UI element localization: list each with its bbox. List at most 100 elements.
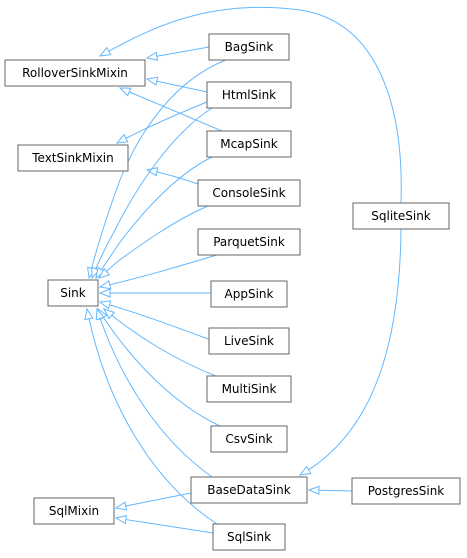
class-node-csvsink[interactable]: CsvSink — [210, 425, 288, 453]
edge-livesink-to-sink — [98, 300, 212, 341]
node-label: MultiSink — [222, 382, 277, 396]
edge-htmlsink-to-textsink — [115, 101, 208, 144]
edge-multisink-to-sink — [102, 308, 217, 377]
node-box — [351, 477, 461, 505]
edge-appsink-to-sink — [98, 288, 211, 298]
edge-line — [86, 308, 218, 525]
class-node-basedatasink[interactable]: BaseDataSink — [190, 476, 308, 504]
class-node-postgressink[interactable]: PostgresSink — [351, 477, 461, 505]
edge-line — [115, 492, 192, 509]
arrow-head-icon — [307, 485, 320, 495]
class-node-textsink[interactable]: TextSinkMixin — [17, 144, 129, 172]
class-node-sqlitesink[interactable]: SqliteSink — [352, 202, 450, 230]
node-box — [4, 59, 146, 87]
node-box — [208, 327, 290, 355]
node-label: CsvSink — [225, 432, 272, 446]
edge-csvsink-to-sink — [97, 307, 221, 427]
arrow-head-icon — [145, 51, 159, 61]
node-box — [206, 375, 292, 403]
arrow-head-icon — [98, 300, 112, 310]
node-label: RolloverSinkMixin — [22, 66, 128, 80]
edge-line — [103, 308, 217, 377]
node-label: TextSinkMixin — [31, 151, 114, 165]
edge-line — [99, 301, 212, 341]
arrow-head-icon — [98, 280, 112, 290]
edge-sqlitesink-to-basedatasink — [298, 228, 402, 476]
edge-line — [95, 156, 213, 279]
arrow-head-icon — [97, 267, 111, 279]
node-label: SqliteSink — [371, 209, 431, 223]
class-node-parquetsink[interactable]: ParquetSink — [197, 228, 301, 256]
node-label: ConsoleSink — [212, 186, 285, 200]
node-box — [210, 425, 288, 453]
nodes-layer: RolloverSinkMixinTextSinkMixinSinkSqlMix… — [4, 33, 461, 551]
node-box — [210, 280, 288, 308]
class-node-livesink[interactable]: LiveSink — [208, 327, 290, 355]
edges-layer — [84, 6, 402, 534]
node-box — [33, 497, 115, 525]
edge-sqlsink-to-sink — [84, 307, 218, 525]
edge-mcapsink-to-rollover — [118, 87, 223, 132]
class-node-mcapsink[interactable]: McapSink — [206, 130, 292, 158]
class-node-appsink[interactable]: AppSink — [210, 280, 288, 308]
node-label: HtmlSink — [222, 88, 276, 102]
node-label: Sink — [60, 286, 86, 300]
node-label: McapSink — [220, 137, 277, 151]
edge-consolesink-to-sink — [97, 205, 209, 279]
node-box — [197, 179, 301, 207]
node-label: ParquetSink — [213, 235, 285, 249]
arrow-head-icon — [98, 288, 111, 298]
node-label: PostgresSink — [368, 484, 445, 498]
edge-line — [96, 308, 213, 478]
class-node-sqlmixin[interactable]: SqlMixin — [33, 497, 115, 525]
class-node-rollover[interactable]: RolloverSinkMixin — [4, 59, 146, 87]
node-box — [208, 33, 290, 61]
class-node-sink[interactable]: Sink — [47, 279, 99, 307]
class-node-htmlsink[interactable]: HtmlSink — [206, 81, 292, 109]
class-node-consolesink[interactable]: ConsoleSink — [197, 179, 301, 207]
node-box — [47, 279, 99, 307]
edge-htmlsink-to-rollover — [145, 76, 208, 93]
edge-parquetsink-to-sink — [98, 254, 218, 290]
edge-line — [99, 6, 402, 204]
edge-line — [97, 308, 221, 427]
arrow-head-icon — [102, 308, 116, 320]
edge-line — [88, 59, 227, 279]
arrow-head-icon — [298, 465, 312, 476]
edge-basedatasink-to-sink — [95, 307, 213, 478]
edge-sqlsink-to-sqlmixin — [114, 514, 214, 534]
node-label: AppSink — [225, 287, 274, 301]
class-node-sqlsink[interactable]: SqlSink — [212, 523, 286, 551]
edge-htmlsink-to-sink — [91, 107, 213, 280]
edge-sqlitesink-to-rollover — [98, 6, 402, 204]
node-label: SqlSink — [227, 530, 271, 544]
node-box — [197, 228, 301, 256]
arrow-head-icon — [95, 307, 105, 321]
edge-line — [299, 228, 402, 476]
arrow-head-icon — [118, 87, 132, 97]
class-node-bagsink[interactable]: BagSink — [208, 33, 290, 61]
node-label: BagSink — [225, 40, 274, 54]
node-box — [206, 130, 292, 158]
edge-line — [91, 107, 213, 279]
class-node-multisink[interactable]: MultiSink — [206, 375, 292, 403]
node-box — [206, 81, 292, 109]
edge-line — [119, 87, 223, 132]
edge-basedatasink-to-sqlmixin — [114, 492, 192, 511]
node-label: SqlMixin — [49, 504, 99, 518]
edge-postgressink-to-basedatasink — [307, 485, 353, 495]
arrow-head-icon — [98, 46, 112, 57]
arrow-head-icon — [145, 76, 159, 86]
edge-line — [99, 254, 218, 288]
node-box — [212, 523, 286, 551]
arrow-head-icon — [84, 307, 94, 321]
node-label: BaseDataSink — [207, 483, 290, 497]
edge-line — [98, 205, 209, 279]
node-box — [17, 144, 129, 172]
node-label: LiveSink — [224, 334, 274, 348]
arrow-head-icon — [115, 133, 129, 144]
node-box — [190, 476, 308, 504]
arrow-head-icon — [114, 501, 128, 511]
edge-mcapsink-to-sink — [95, 156, 213, 280]
